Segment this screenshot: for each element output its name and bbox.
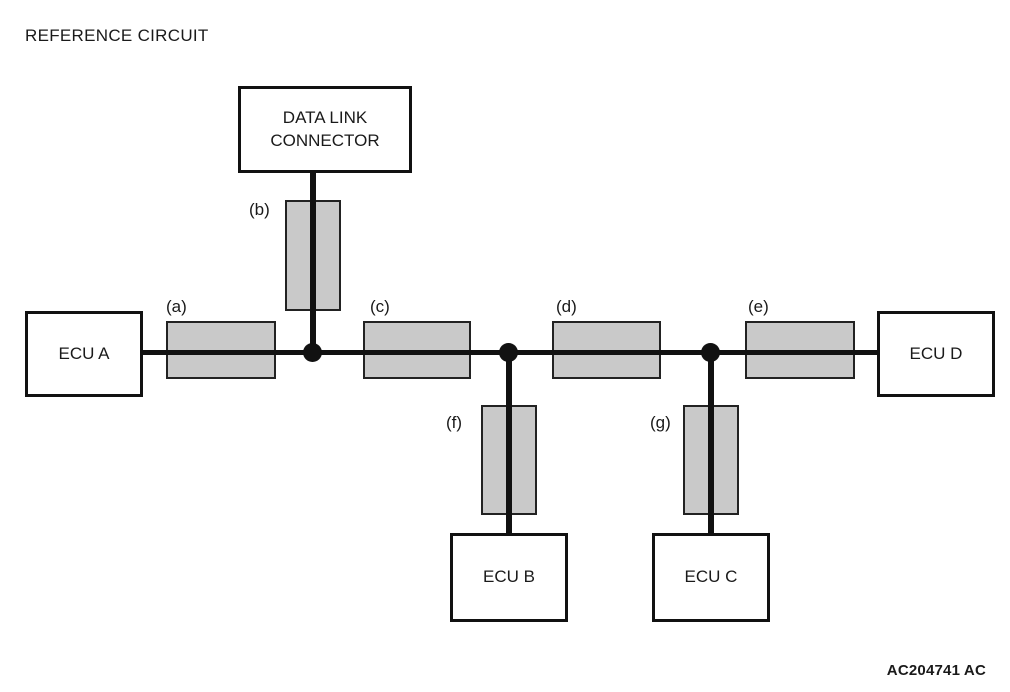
callout-label-a: (a) [166, 297, 187, 316]
ecu-b-label: ECU B [483, 567, 535, 587]
ecu-c-box: ECU C [652, 533, 770, 622]
callout-label-f: (f) [446, 413, 463, 432]
dlc-label-line-2: CONNECTOR [270, 130, 380, 150]
ecu-b-drop-wire [506, 350, 512, 535]
callout-label-g: (g) [650, 413, 671, 432]
dlc-label-line-1: DATA LINK [282, 108, 368, 128]
ecu-a-label: ECU A [58, 343, 110, 363]
junction-dot-3 [701, 343, 720, 362]
dlc-drop-wire [310, 172, 316, 354]
reference-code: AC204741 AC [886, 662, 986, 679]
ecu-d-box: ECU D [877, 311, 995, 397]
junction-dot-2 [499, 343, 518, 362]
ecu-b-box: ECU B [450, 533, 568, 622]
ecu-d-label: ECU D [909, 343, 963, 363]
page-title: REFERENCE CIRCUIT [25, 26, 209, 45]
callout-label-b: (b) [249, 200, 270, 219]
junction-dot-1 [303, 343, 322, 362]
ecu-a-box: ECU A [25, 311, 143, 397]
ecu-c-label: ECU C [684, 567, 738, 587]
ecu-c-drop-wire [708, 350, 714, 535]
callout-label-d: (d) [556, 297, 577, 316]
callout-label-e: (e) [748, 297, 769, 316]
callout-label-c: (c) [370, 297, 390, 316]
data-link-connector-box: DATA LINK CONNECTOR [238, 86, 412, 173]
